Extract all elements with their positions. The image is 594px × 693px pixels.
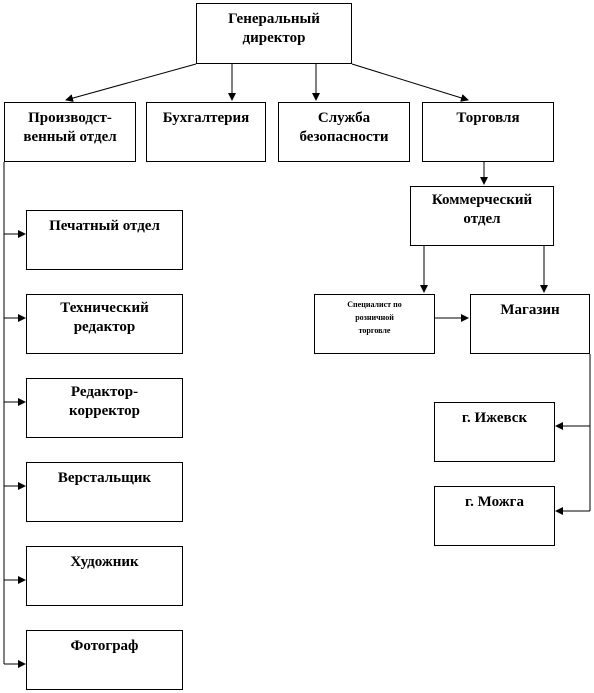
node-director-line-2: директор <box>242 30 306 46</box>
node-trade: Торговля <box>422 102 554 162</box>
node-retail-specialist: Специалист по розничной торговле <box>314 294 435 354</box>
node-tech-editor: Технический редактор <box>26 294 183 354</box>
node-director-line-1: Генеральный <box>228 11 320 27</box>
arrow-director-production <box>65 63 197 102</box>
node-tech-editor-line-2: редактор <box>73 319 136 335</box>
node-security-line-2: безопасности <box>299 129 389 145</box>
node-commercial-line-2: отдел <box>463 211 501 227</box>
node-izhevsk: г. Ижевск <box>434 402 555 462</box>
node-commercial: Коммерческий отдел <box>410 186 554 246</box>
node-mozhga: г. Можга <box>434 486 555 546</box>
node-production: Производст- венный отдел <box>4 102 136 162</box>
node-izhevsk-line-1: г. Ижевск <box>461 410 528 426</box>
node-proofreader-line-1: Редактор- <box>70 384 139 400</box>
node-security-line-1: Служба <box>317 110 371 126</box>
node-retail-specialist-line-2: розничной <box>355 313 394 322</box>
node-security: Служба безопасности <box>278 102 410 162</box>
node-print-dept-line-1: Печатный отдел <box>49 218 160 234</box>
node-print-dept: Печатный отдел <box>26 210 183 270</box>
node-accounting-line-1: Бухгалтерия <box>162 110 250 126</box>
node-typesetter: Верстальщик <box>26 462 183 522</box>
node-commercial-line-1: Коммерческий <box>431 192 533 208</box>
node-retail-specialist-line-3: торговле <box>358 326 391 335</box>
node-photographer-line-1: Фотограф <box>70 638 139 654</box>
node-tech-editor-line-1: Технический <box>60 300 149 316</box>
node-photographer: Фотограф <box>26 630 183 690</box>
node-accounting: Бухгалтерия <box>146 102 266 162</box>
node-store-line-1: Магазин <box>500 302 560 318</box>
node-trade-line-1: Торговля <box>456 110 520 126</box>
node-store: Магазин <box>470 294 590 354</box>
node-director: Генеральный директор <box>196 3 352 64</box>
node-artist: Художник <box>26 546 183 606</box>
node-retail-specialist-line-1: Специалист по <box>347 300 402 309</box>
node-proofreader-line-2: корректор <box>69 403 140 419</box>
node-artist-line-1: Художник <box>70 554 139 570</box>
node-production-line-2: венный отдел <box>23 129 117 145</box>
node-proofreader: Редактор- корректор <box>26 378 183 438</box>
node-typesetter-line-1: Верстальщик <box>57 470 152 486</box>
arrow-director-trade <box>351 63 469 102</box>
node-mozhga-line-1: г. Можга <box>465 494 524 510</box>
node-production-line-1: Производст- <box>28 110 112 126</box>
